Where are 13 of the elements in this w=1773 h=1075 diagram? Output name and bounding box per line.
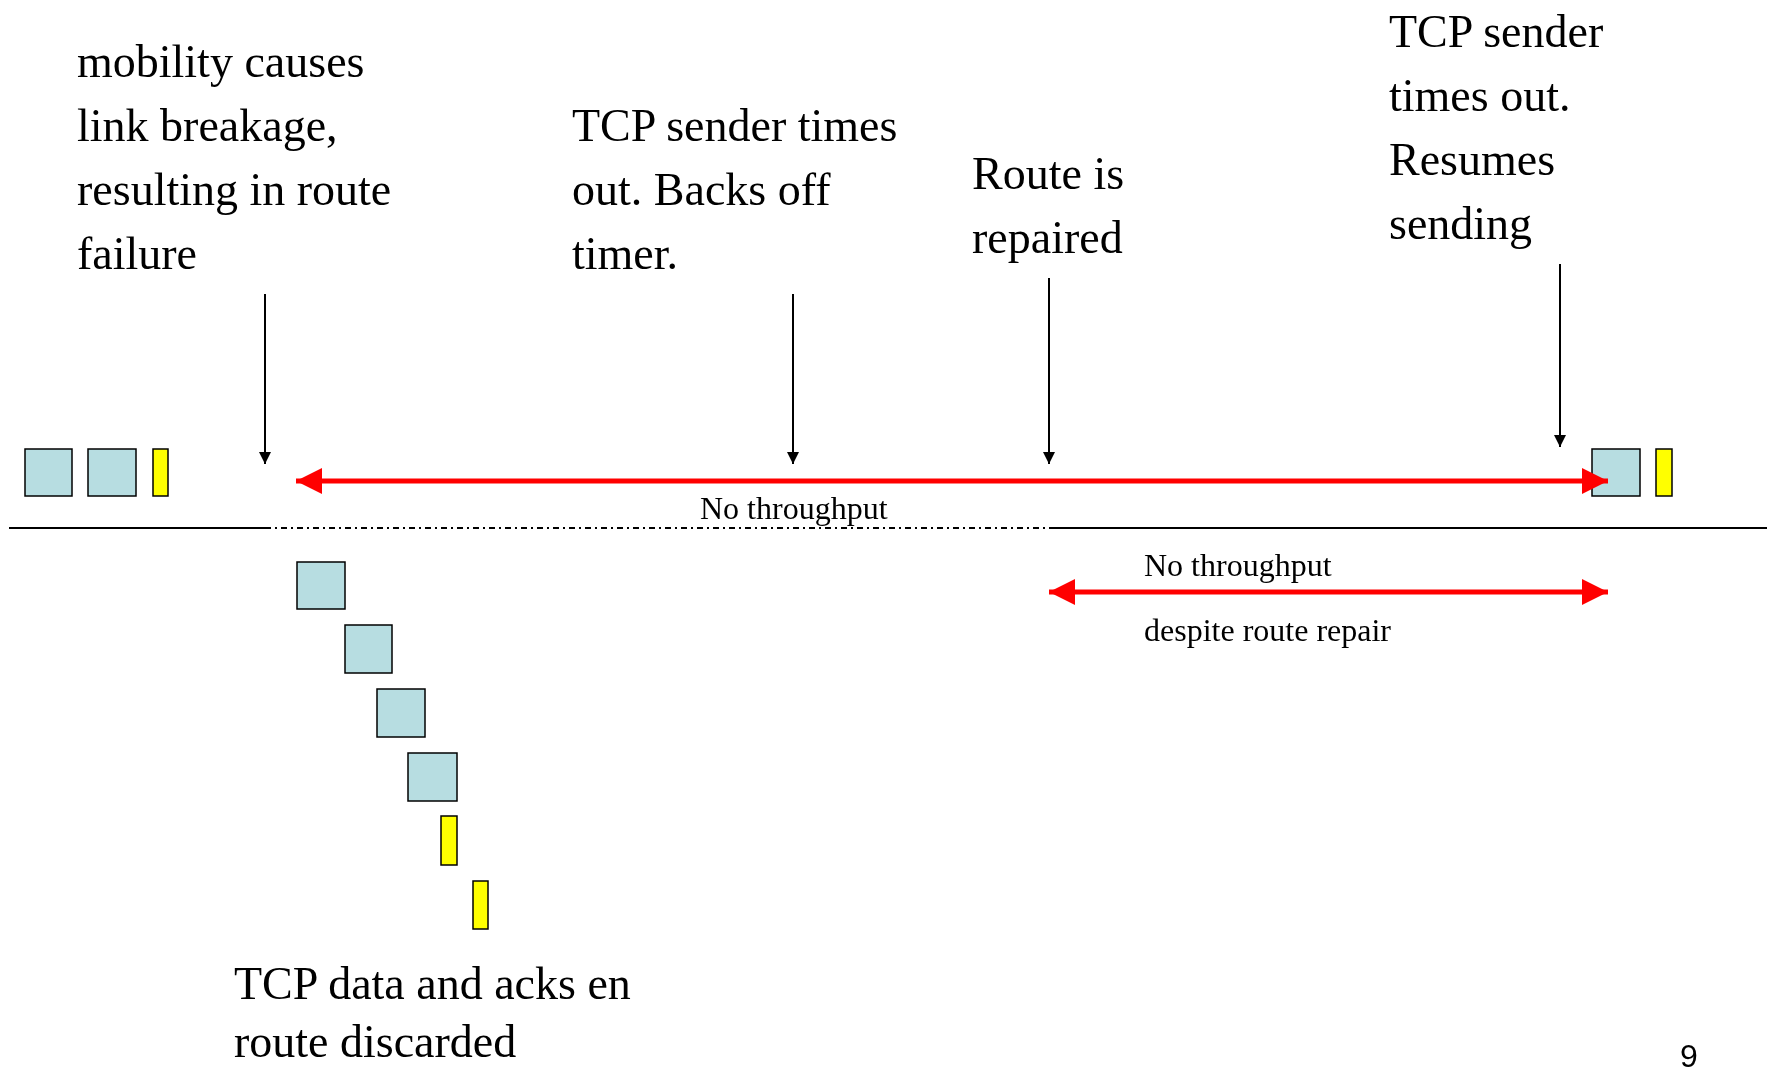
annotation-label: No throughput — [1144, 547, 1332, 583]
caption-text: TCP data and acks en route discarded — [234, 957, 632, 1069]
arrow — [1554, 263, 1566, 448]
annotation-label: despite route repair — [1144, 612, 1391, 648]
arrow — [259, 293, 271, 465]
annotation-text: mobility causes link breakage, resulting in route failure — [77, 30, 443, 286]
annotation-text: Route is repaired — [972, 142, 1172, 270]
annotation-label: No throughput — [700, 490, 888, 526]
arrow — [787, 293, 799, 465]
page-number: 9 — [1680, 1038, 1698, 1074]
arrow — [1043, 277, 1055, 465]
annotation-text: TCP sender times out. Backs off timer. — [572, 94, 914, 286]
annotation-text: TCP sender times out. Resumes sending — [1389, 0, 1649, 256]
